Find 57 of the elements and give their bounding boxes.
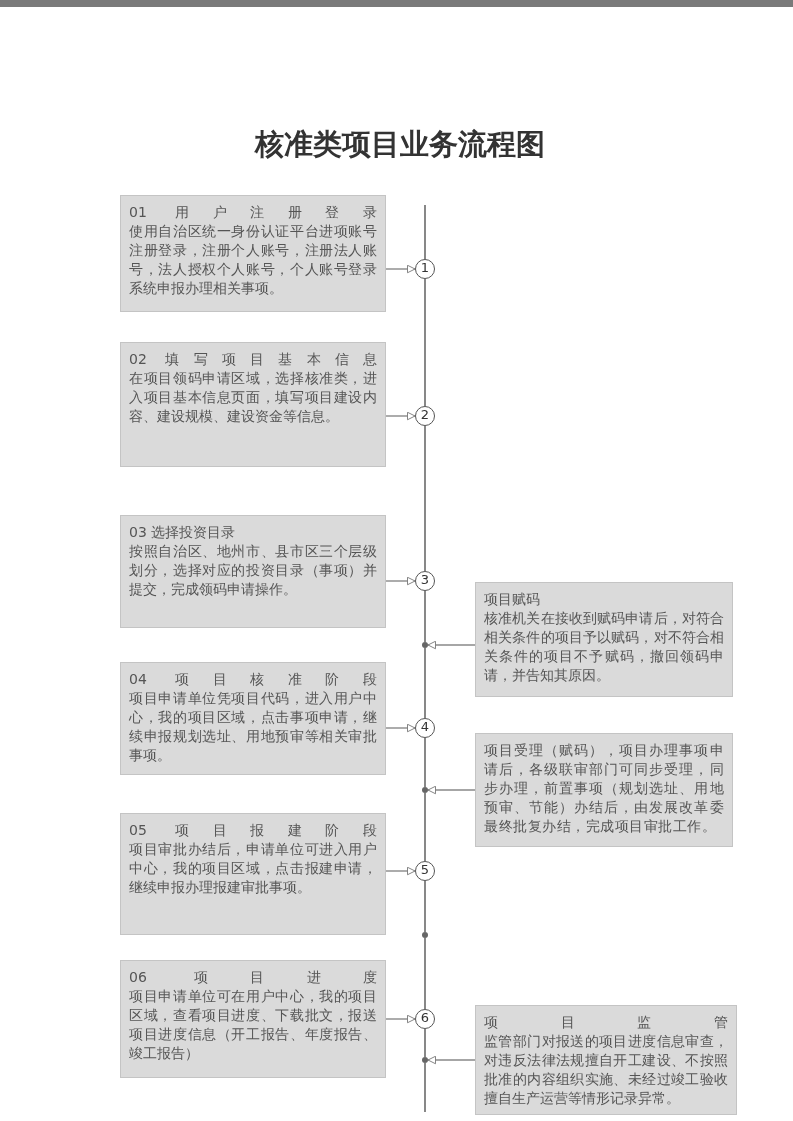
step-heading: 05 项目报建阶段	[129, 821, 377, 840]
step-description: 在项目领码申请区域，选择核准类，进入项目基本信息页面，填写项目建设内容、建设规模、建设资金等信息。	[129, 369, 377, 426]
step-heading: 01 用户注册登录	[129, 203, 377, 222]
arrow	[385, 866, 416, 876]
timeline-line	[424, 737, 426, 788]
info-box	[475, 582, 733, 697]
step-description: 核准机关在接收到赋码申请后，对符合相关条件的项目予以赋码，对不符合相关条件的项目不予赋码，撤回领码申请，并告知其原因。	[484, 609, 724, 685]
arrow	[427, 640, 476, 650]
timeline-line	[424, 204, 426, 260]
step-heading: 04 项目核准阶段	[129, 670, 377, 689]
numbered-circle: 2	[415, 406, 435, 426]
arrow	[427, 785, 476, 795]
junction-dot	[422, 642, 428, 648]
step-description: 项目申请单位可在用户中心，我的项目区域，查看项目进度、下载批文，报送项目进度信息（开工报告、年度报告、竣工报告）	[129, 987, 377, 1063]
step-heading: 项目赋码	[484, 590, 541, 609]
junction-dot	[422, 932, 428, 938]
step-box	[120, 342, 386, 467]
step-box	[120, 813, 386, 935]
numbered-circle: 5	[415, 861, 435, 881]
numbered-circle: 3	[415, 571, 435, 591]
numbered-circle: 1	[415, 259, 435, 279]
step-heading: 02 填写项目基本信息	[129, 350, 377, 369]
title: 核准类项目业务流程图	[253, 126, 546, 163]
junction-dot	[422, 787, 428, 793]
arrow	[385, 411, 416, 421]
info-box	[475, 733, 733, 847]
timeline-line	[424, 1028, 426, 1058]
step-box	[120, 515, 386, 628]
step-description: 监管部门对报送的项目进度信息审查，对违反法律法规擅自开工建设、不按照批准的内容组织实施、未经过竣工验收擅自生产运营等情形记录异常。	[484, 1032, 728, 1108]
info-box	[475, 1005, 737, 1115]
timeline-line	[424, 425, 426, 572]
arrow	[385, 723, 416, 733]
timeline-line	[424, 937, 426, 1010]
step-description: 项目审批办结后，申请单位可进入用户中心，我的项目区域，点击报建申请，继续申报办理报建审批事项。	[129, 840, 377, 897]
timeline-line	[424, 1062, 426, 1113]
step-description: 按照自治区、地州市、县市区三个层级划分，选择对应的投资目录（事项）并提交，完成领码申请操作。	[129, 542, 377, 599]
step-heading: 06 项目进度	[129, 968, 377, 987]
arrow	[385, 1014, 416, 1024]
step-description: 项目申请单位凭项目代码，进入用户中心，我的项目区域，点击事项申请，继续申报规划选址、用地预审等相关审批事项。	[129, 689, 377, 765]
step-box	[120, 195, 386, 312]
step-box	[120, 960, 386, 1078]
step-description: 使用自治区统一身份认证平台进项账号注册登录，注册个人账号，注册法人账号，法人授权个人账号，个人账号登录系统申报办理相关事项。	[129, 222, 377, 298]
timeline-line	[424, 278, 426, 407]
numbered-circle: 6	[415, 1009, 435, 1029]
step-description: 项目受理（赋码），项目办理事项申请后，各级联审部门可同步受理，同步办理，前置事项（规划选址、用地预审、节能）办结后，由发展改革委最终批复办结，完成项目审批工作。	[484, 741, 724, 836]
timeline-line	[424, 880, 426, 933]
numbered-circle: 4	[415, 718, 435, 738]
timeline-line	[424, 647, 426, 719]
timeline-line	[424, 792, 426, 862]
step-heading: 项目监管	[484, 1013, 728, 1032]
arrow	[385, 264, 416, 274]
arrow	[427, 1055, 476, 1065]
arrow	[385, 576, 416, 586]
step-heading: 03 选择投资目录	[129, 523, 237, 542]
junction-dot	[422, 1057, 428, 1063]
step-box	[120, 662, 386, 775]
timeline-line	[424, 590, 426, 643]
